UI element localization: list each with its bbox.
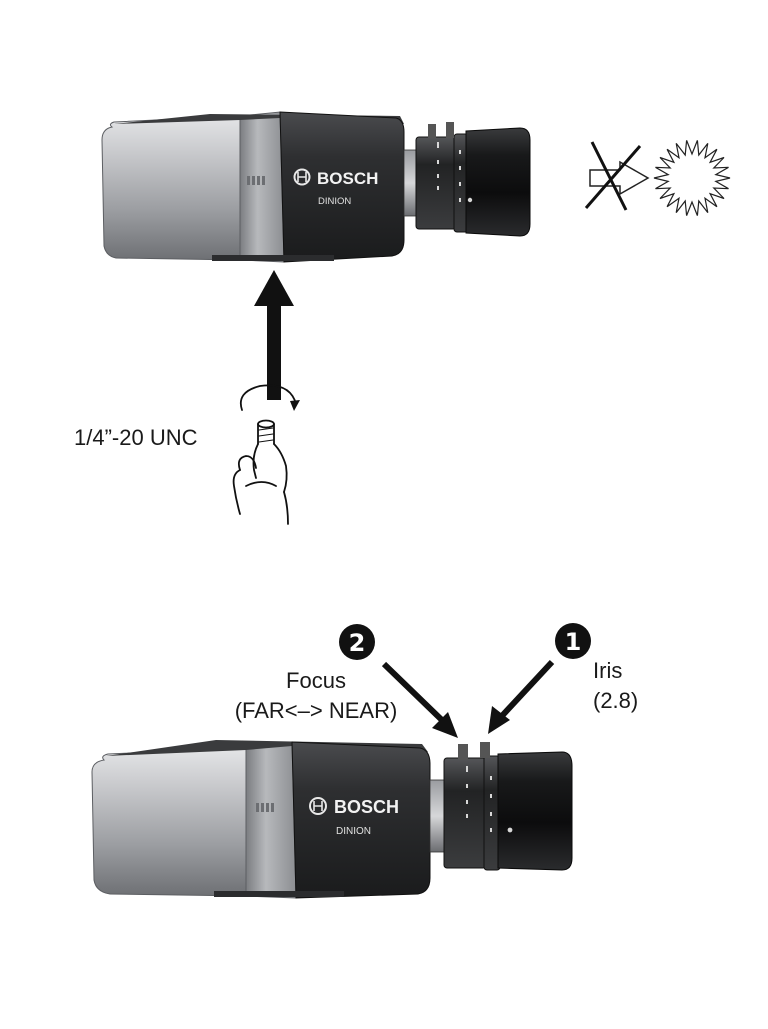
- camera-top: BOSCH DINION: [101, 111, 531, 263]
- camera-rear-housing: [91, 747, 247, 897]
- focus-screw: [458, 744, 468, 760]
- mount-arrow-icon: [254, 270, 294, 400]
- camera-lens-barrel: [465, 127, 531, 237]
- callout-arrow-icon: [381, 661, 458, 738]
- camera-brand-text: BOSCH: [317, 169, 378, 188]
- callout-badge-iris: 1: [555, 623, 591, 659]
- rotate-arrow-icon: [239, 384, 297, 411]
- camera-vent-marks: [256, 803, 274, 812]
- camera-front-housing: [279, 111, 405, 263]
- callout-arrow-icon: [488, 659, 555, 734]
- camera-model-text: DINION: [336, 826, 371, 837]
- focus-detail: (FAR<–> NEAR): [235, 698, 398, 723]
- camera-side-panel: [239, 111, 285, 263]
- camera-lens-barrel: [497, 751, 573, 871]
- camera-front-housing: [291, 741, 431, 899]
- camera-brand-text: BOSCH: [334, 797, 399, 817]
- callout-number: 1: [565, 628, 582, 656]
- bosch-logo-icon: [293, 168, 311, 186]
- callout-number: 2: [349, 629, 366, 657]
- callout-badge-focus: 2: [339, 624, 375, 660]
- camera-bottom: BOSCH DINION: [91, 740, 573, 899]
- sun-burst-icon: [653, 140, 731, 216]
- camera-side-panel: [245, 741, 297, 899]
- no-direct-light-icon: [584, 141, 650, 211]
- focus-label: Focus: [286, 668, 346, 693]
- camera-model-text: DINION: [318, 196, 351, 207]
- iris-label: Iris: [593, 658, 622, 683]
- camera-vent-marks: [247, 176, 265, 185]
- camera-rear-housing: [101, 115, 241, 261]
- iris-detail: (2.8): [593, 688, 638, 713]
- iris-screw: [480, 742, 490, 758]
- mount-thread-label: 1/4”-20 UNC: [74, 425, 198, 450]
- bosch-logo-icon: [309, 797, 327, 815]
- hand-icon: [232, 384, 300, 525]
